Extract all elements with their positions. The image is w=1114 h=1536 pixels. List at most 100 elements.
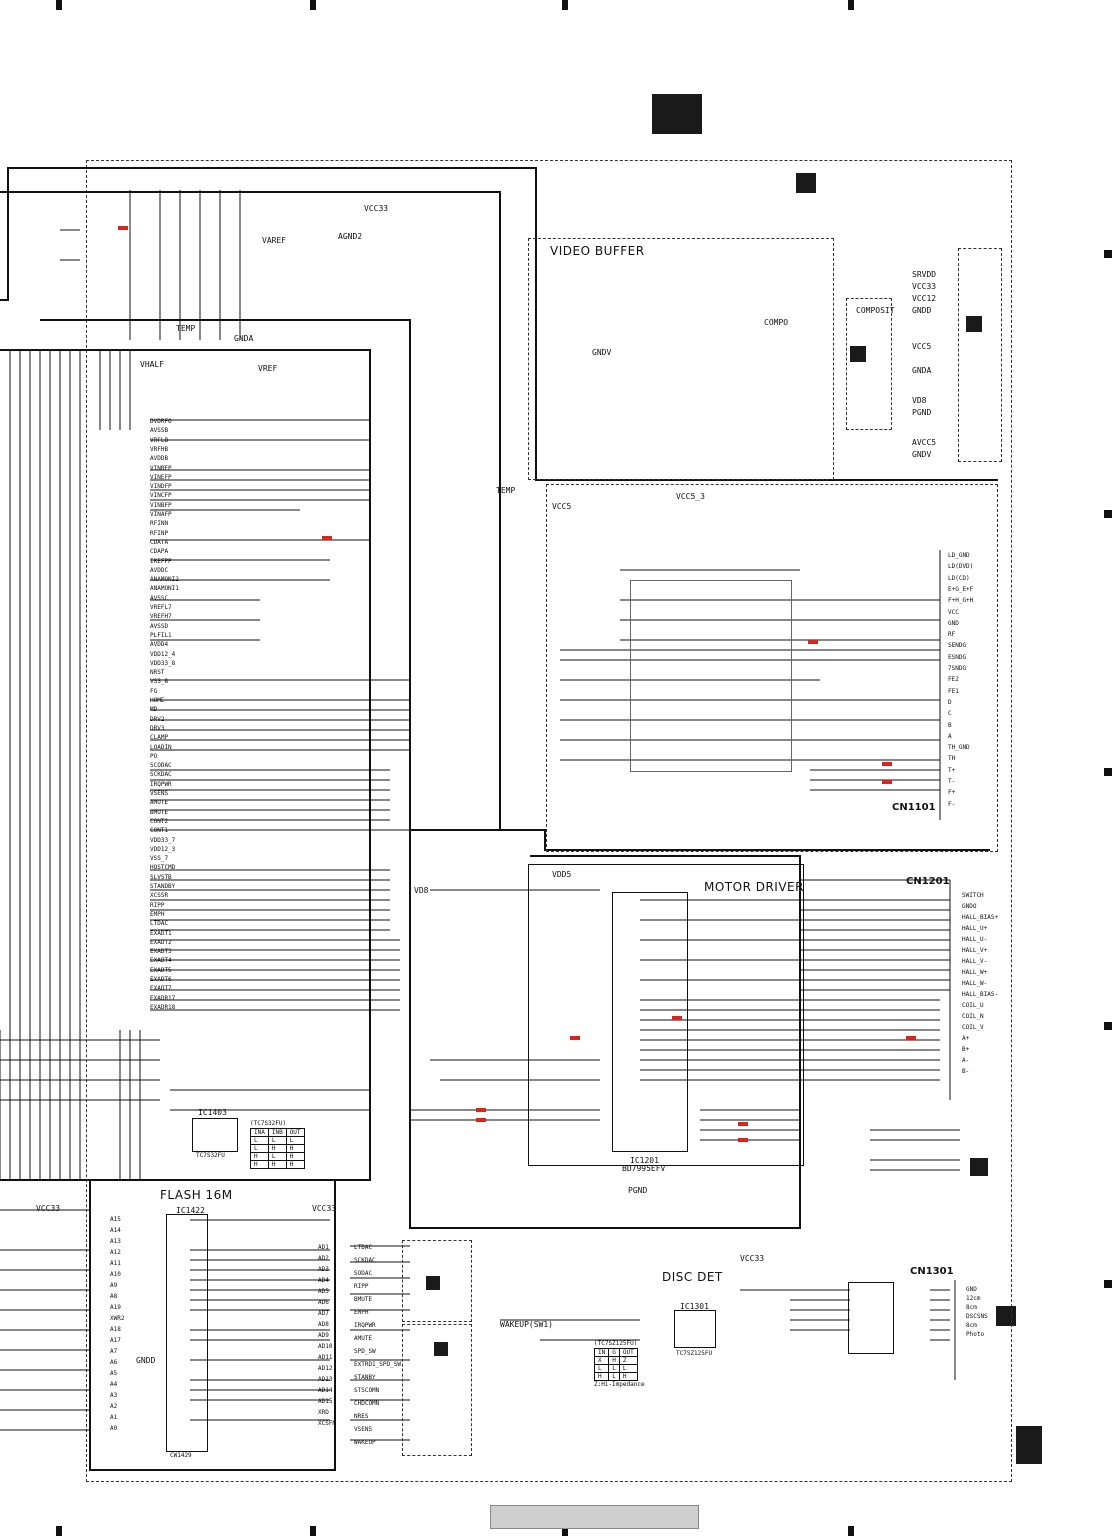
flash-address-pin: A18 — [110, 1326, 121, 1333]
dsp-pin-label: ANAMONI2 — [150, 576, 179, 584]
flash-data-pin: AD6 — [318, 1299, 329, 1306]
disc-vcc33-label: VCC33 — [740, 1254, 765, 1263]
flash-data-pin: AD10 — [318, 1343, 333, 1350]
composit-label: COMPOSIT — [856, 306, 895, 315]
disc-det-title: DISC DET — [662, 1270, 723, 1284]
motor-driver-box — [528, 864, 804, 1166]
sound-connector-box — [402, 1240, 472, 1322]
signal-arrow — [672, 1016, 682, 1020]
truth-table-tc7s32fu-cell: H — [250, 1160, 269, 1169]
side-signal-label: VSENS — [354, 1426, 373, 1433]
pgnd-label: PGND — [628, 1186, 648, 1195]
truth-table-tc7s32fu-cell: H — [285, 1144, 305, 1153]
flash-vcc33-left: VCC33 — [36, 1204, 61, 1213]
dsp-pin-label: EXADT5 — [150, 966, 172, 974]
registration-mark — [562, 0, 568, 10]
cn1101-pin-label: TH — [948, 755, 956, 763]
marker-block — [966, 316, 982, 332]
cn1201-pin-label: HALL_BIAS- — [962, 991, 999, 998]
ic1301-part: TC7SZ125FU — [676, 1350, 713, 1357]
motor-driver-title: MOTOR DRIVER — [704, 880, 804, 894]
truth-table-tc7sz125fu-cell: X — [593, 1356, 610, 1365]
flash-address-pin: A5 — [110, 1370, 118, 1377]
cn1301-pin-label: 8cm — [966, 1304, 977, 1311]
cn1101-pin-label: T- — [948, 778, 956, 785]
cn1201-pin-label: B- — [962, 1068, 970, 1075]
gndd-label: GNDD — [136, 1356, 156, 1365]
cn1201-pin-label: HALL_V- — [962, 958, 988, 965]
truth-table-tc7sz125fu-cell: L — [593, 1364, 610, 1373]
truth-table-tc7s32fu-cell: L — [267, 1136, 287, 1145]
video-buffer-title: VIDEO BUFFER — [550, 244, 645, 258]
signal-arrow — [808, 640, 818, 644]
cn1201-pin-label: A- — [962, 1057, 970, 1064]
dsp-pin-label: VINRFP — [150, 464, 172, 472]
flash-data-pin: AD7 — [318, 1310, 329, 1317]
rail-pgnd: PGND — [912, 408, 932, 417]
signal-arrow — [738, 1122, 748, 1126]
dsp-pin-label: CDATA — [150, 538, 169, 546]
vcc5-label: VCC5 — [552, 502, 572, 511]
cn1101-pin-label: RF — [948, 631, 956, 639]
flash-address-pin: A4 — [110, 1381, 118, 1388]
side-signal-label: WAKEUP — [354, 1439, 376, 1446]
truth-table-tc7s32fu-cell: H — [267, 1160, 287, 1169]
flash-address-pin: A6 — [110, 1359, 118, 1366]
flash-data-pin: AD2 — [318, 1255, 329, 1262]
truth-table-tc7s32fu-cell: INA — [250, 1128, 269, 1137]
registration-mark — [1104, 250, 1112, 258]
flash-address-pin: A15 — [110, 1216, 121, 1223]
video-buffer-box — [528, 238, 834, 480]
vdd5-label: VDD5 — [552, 870, 572, 879]
flash-data-pin: AD3 — [318, 1266, 329, 1273]
cn1101-label: CN1101 — [892, 802, 936, 813]
side-signal-label: EMPH — [354, 1309, 369, 1316]
truth-table-tc7s32fu-cell: L — [267, 1152, 287, 1161]
truth-table-tc7s32fu-title: (TC7S32FU) — [250, 1120, 287, 1127]
truth-table-tc7sz125fu-cell: L — [608, 1372, 620, 1381]
dsp-pin-label: SCODAC — [150, 762, 172, 770]
dsp-pin-label: IREFPP — [150, 557, 172, 565]
flash-data-pin: AD4 — [318, 1277, 329, 1284]
dsp-pin-label: IRQPWR — [150, 780, 172, 788]
cn1101-pin-label: D — [948, 698, 952, 706]
dsp-pin-label: CONT2 — [150, 817, 169, 825]
truth-table-tc7sz125fu-cell: H — [608, 1356, 620, 1365]
vref-label: VREF — [258, 364, 278, 373]
dsp-pin-label: VREFH7 — [150, 613, 172, 621]
flash-data-pin: XCSFM — [318, 1420, 337, 1427]
dsp-pin-label: PLFIL1 — [150, 631, 172, 639]
ic1403-label: IC1403 — [198, 1108, 227, 1117]
side-signal-label: SCKDAC — [354, 1257, 376, 1264]
side-signal-label: AMUTE — [354, 1335, 373, 1342]
truth-table-tc7sz125fu-cell: IN — [593, 1348, 610, 1357]
dsp-pin-label: DRV2 — [150, 715, 165, 723]
cn1101-pin-label: SENDG — [948, 642, 967, 650]
dsp-pin-label: EXADT7 — [150, 985, 172, 993]
cn1101-pin-label: LD(DVD) — [948, 563, 974, 571]
dsp-pin-label: SLVSTB — [150, 873, 172, 881]
side-signal-label: NRES — [354, 1413, 369, 1420]
dsp-pin-label: VINCFP — [150, 492, 172, 500]
cn1101-pin-label: TH_GND — [948, 744, 970, 752]
ic1201-label: IC1201 — [630, 1156, 659, 1165]
compo-label: COMPO — [764, 318, 789, 327]
signal-arrow — [322, 536, 332, 540]
board-outline — [86, 160, 1012, 1482]
rail-avcc5: AVCC5 — [912, 438, 937, 447]
flash-data-pin: AD8 — [318, 1321, 329, 1328]
truth-table-tc7s32fu-cell: L — [285, 1136, 305, 1145]
registration-mark — [56, 0, 62, 10]
flash-address-pin: A2 — [110, 1403, 118, 1410]
rail-gnda: GNDA — [912, 366, 932, 375]
cn1301-label: CN1301 — [910, 1266, 954, 1277]
ic1422-part: CW1429 — [170, 1452, 192, 1459]
flash-address-pin: A3 — [110, 1392, 118, 1399]
registration-mark — [848, 1526, 854, 1536]
cn1201-pin-label: HALL_W+ — [962, 969, 988, 976]
dsp-pin-label: HOSTCMD — [150, 864, 176, 872]
cn1201-pin-label: GNDO — [962, 903, 977, 910]
